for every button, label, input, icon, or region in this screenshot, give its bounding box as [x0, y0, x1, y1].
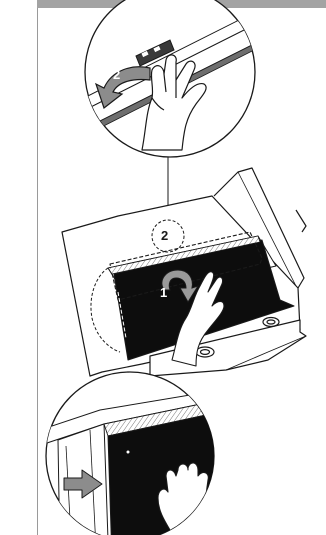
- step-number-2-detail: 2: [113, 67, 120, 82]
- step-number-1: 1: [160, 285, 167, 300]
- step-number-2-overview: 2: [161, 228, 168, 243]
- detail-circle-bottom: [40, 372, 220, 535]
- detail-circle-top: 2: [60, 0, 262, 157]
